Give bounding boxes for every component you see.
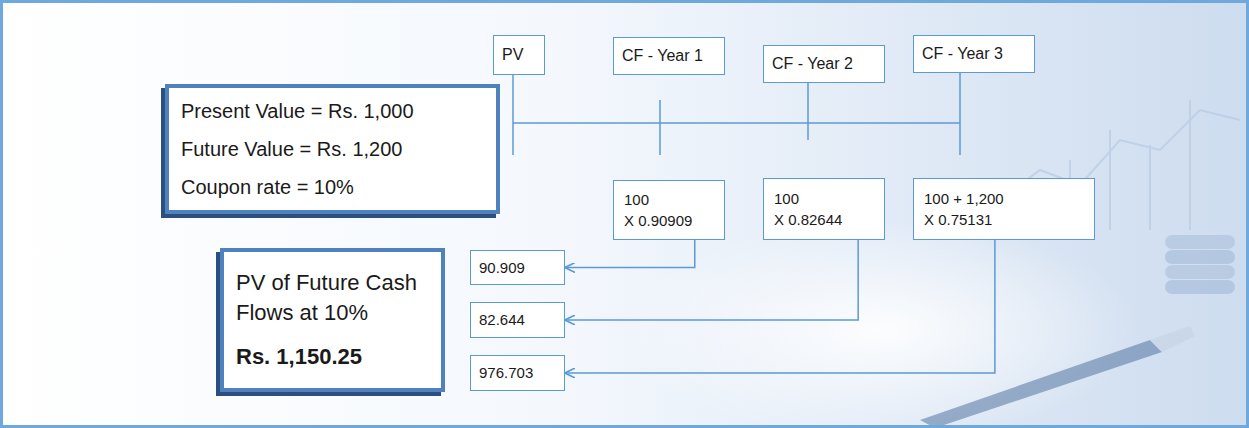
box-text: Coupon rate = 10%	[181, 168, 484, 206]
timeline-label: PV	[493, 35, 545, 75]
box-text: PV of Future Cash Flows at 10%	[236, 268, 429, 328]
timeline-tick	[807, 83, 809, 140]
input-box: Present Value = Rs. 1,000Future Value = …	[165, 84, 500, 214]
result-value: Rs. 1,150.25	[236, 342, 429, 372]
box-text: 976.703	[479, 363, 556, 383]
background-glow	[620, 220, 1140, 428]
box-text: Present Value = Rs. 1,000	[181, 92, 484, 130]
present-value-box: 90.909	[470, 250, 565, 285]
result-box: PV of Future Cash Flows at 10% Rs. 1,150.…	[220, 248, 445, 392]
flow-arrow	[565, 240, 858, 320]
box-text: 100	[624, 189, 714, 210]
timeline	[513, 72, 960, 155]
timeline-tick	[959, 72, 961, 155]
flow-arrow	[565, 240, 995, 373]
box-text: 90.909	[479, 258, 556, 278]
timeline-label: CF - Year 1	[613, 37, 725, 75]
box-text: Future Value = Rs. 1,200	[181, 130, 484, 168]
box-text: X 0.75131	[924, 209, 1084, 230]
box-text: X 0.82644	[774, 209, 874, 230]
timeline-axis	[513, 122, 960, 124]
box-text: 100 + 1,200	[924, 188, 1084, 209]
box-text: CF - Year 3	[922, 44, 1026, 64]
background-coins	[1165, 235, 1235, 294]
present-value-box: 82.644	[470, 302, 565, 338]
box-text: 100	[774, 188, 874, 209]
box-text: PV	[502, 45, 536, 65]
cash-flow-box: 100X 0.90909	[613, 180, 725, 240]
cash-flow-box: 100 + 1,200X 0.75131	[913, 178, 1095, 240]
box-text: CF - Year 2	[772, 54, 876, 74]
box-text: CF - Year 1	[622, 46, 716, 66]
background-pen	[920, 326, 1195, 428]
timeline-tick	[512, 75, 514, 155]
timeline-label: CF - Year 2	[763, 45, 885, 83]
timeline-label: CF - Year 3	[913, 35, 1035, 73]
present-value-box: 976.703	[470, 355, 565, 391]
flow-arrow	[565, 240, 695, 268]
box-text: 82.644	[479, 310, 556, 330]
cash-flow-box: 100X 0.82644	[763, 178, 885, 240]
box-text: X 0.90909	[624, 210, 714, 231]
timeline-tick	[659, 100, 661, 155]
